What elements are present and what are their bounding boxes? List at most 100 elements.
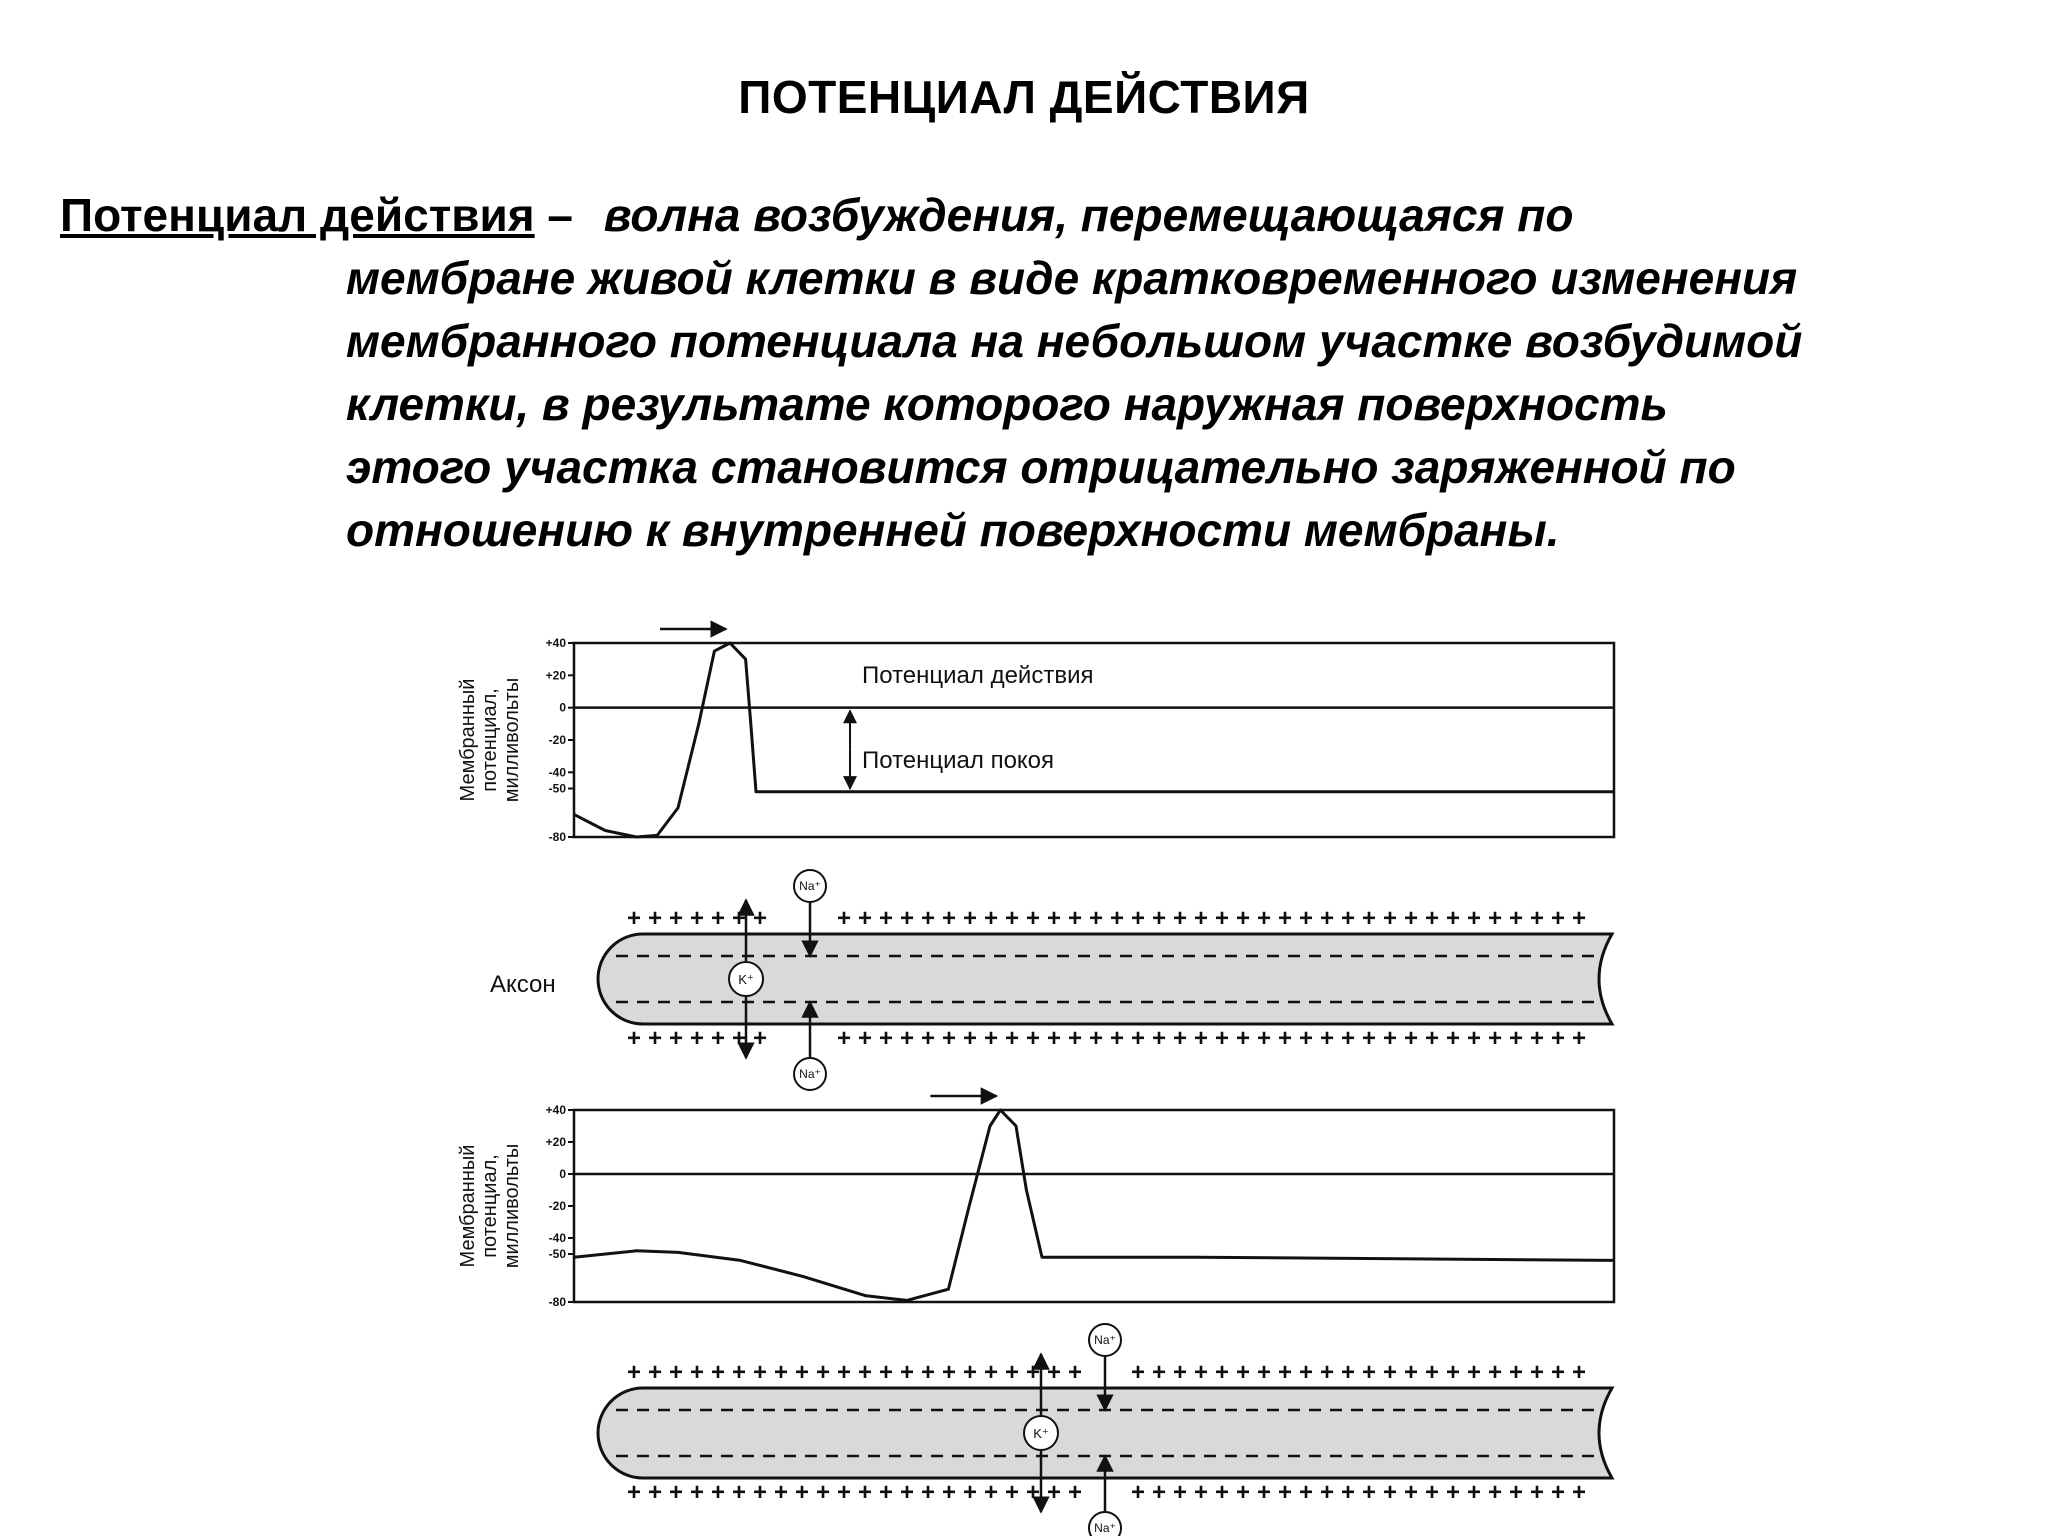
lower-plus-charge: +: [1383, 1479, 1397, 1506]
y-tick-label: -20: [549, 733, 567, 747]
outer-plus-charge: +: [1404, 1359, 1418, 1386]
chart-frame: [574, 1110, 1614, 1302]
lower-plus-charge: +: [837, 1025, 851, 1052]
lower-plus-charge: +: [1341, 1479, 1355, 1506]
sodium-ion-bottom-label: Na⁺: [1094, 1521, 1116, 1535]
outer-plus-charge: +: [1278, 905, 1292, 932]
lower-plus-charge: +: [1257, 1025, 1271, 1052]
outer-plus-charge: +: [921, 905, 935, 932]
y-axis-label-line: милливольты: [501, 1144, 523, 1269]
lower-plus-charge: +: [1236, 1025, 1250, 1052]
lower-plus-charge: +: [1488, 1479, 1502, 1506]
outer-plus-charge: +: [1467, 1359, 1481, 1386]
outer-plus-charge: +: [1488, 905, 1502, 932]
outer-plus-charge: +: [1131, 905, 1145, 932]
lower-plus-charge: +: [690, 1025, 704, 1052]
lower-plus-charge: +: [1488, 1025, 1502, 1052]
outer-plus-charge: +: [1341, 1359, 1355, 1386]
outer-plus-charge: +: [963, 905, 977, 932]
outer-plus-charge: +: [774, 1359, 788, 1386]
outer-plus-charge: +: [942, 905, 956, 932]
outer-plus-charge: +: [627, 1359, 641, 1386]
lower-plus-charge: +: [795, 1479, 809, 1506]
lower-plus-charge: +: [1467, 1025, 1481, 1052]
outer-plus-charge: +: [1572, 1359, 1586, 1386]
y-tick-label: 0: [559, 1167, 566, 1181]
lower-plus-charge: +: [732, 1479, 746, 1506]
outer-plus-charge: +: [1341, 905, 1355, 932]
outer-plus-charge: +: [921, 1359, 935, 1386]
outer-plus-charge: +: [1089, 905, 1103, 932]
outer-plus-charge: +: [837, 1359, 851, 1386]
outer-plus-charge: +: [1131, 1359, 1145, 1386]
outer-plus-charge: +: [1215, 905, 1229, 932]
outer-plus-charge: +: [690, 905, 704, 932]
outer-plus-charge: +: [753, 1359, 767, 1386]
lower-plus-charge: +: [1299, 1479, 1313, 1506]
outer-plus-charge: +: [1446, 905, 1460, 932]
outer-plus-charge: +: [753, 905, 767, 932]
lower-plus-charge: +: [1110, 1025, 1124, 1052]
potassium-ion-label: K⁺: [1033, 1426, 1049, 1441]
outer-plus-charge: +: [1026, 905, 1040, 932]
outer-plus-charge: +: [1299, 1359, 1313, 1386]
potential-chart-1: +40+200-20-40-50-80Мембранныйпотенциал,м…: [457, 629, 1614, 844]
y-axis-label-line: Мембранный: [457, 679, 479, 802]
outer-plus-charge: +: [1278, 1359, 1292, 1386]
lower-plus-charge: +: [858, 1479, 872, 1506]
lower-plus-charge: +: [1215, 1025, 1229, 1052]
chart-frame: [574, 643, 1614, 837]
sodium-ion-top-label: Na⁺: [799, 879, 821, 893]
lower-plus-charge: +: [1068, 1479, 1082, 1506]
outer-plus-charge: +: [1194, 1359, 1208, 1386]
axon-diagram-2: + + + + + + + + + + + + + + + + + + + + + + + + + + + + + + + + + + + + + + + +…: [598, 1324, 1612, 1536]
outer-plus-charge: +: [1362, 1359, 1376, 1386]
outer-plus-charge: +: [1068, 1359, 1082, 1386]
outer-plus-charge: +: [1530, 905, 1544, 932]
outer-plus-charge: +: [732, 1359, 746, 1386]
outer-plus-charge: +: [711, 905, 725, 932]
outer-plus-charge: +: [1257, 905, 1271, 932]
lower-plus-charge: +: [900, 1025, 914, 1052]
lower-plus-charge: +: [1425, 1479, 1439, 1506]
lower-plus-charge: +: [900, 1479, 914, 1506]
lower-plus-charge: +: [753, 1479, 767, 1506]
y-tick-label: -80: [549, 830, 567, 844]
lower-plus-charge: +: [1551, 1479, 1565, 1506]
axon-diagram-1: + + + + + + + + + + + + + + + + + + + + + + + + + + + + + + + + + + + + + + + +…: [490, 870, 1612, 1090]
outer-plus-charge: +: [669, 905, 683, 932]
outer-plus-charge: +: [1173, 1359, 1187, 1386]
lower-plus-charge: +: [1320, 1025, 1334, 1052]
y-tick-label: 0: [559, 701, 566, 715]
lower-plus-charge: +: [1005, 1479, 1019, 1506]
outer-plus-charge: +: [1173, 905, 1187, 932]
lower-plus-charge: +: [690, 1479, 704, 1506]
resting-potential-annotation: Потенциал покоя: [862, 747, 1054, 774]
lower-plus-charge: +: [921, 1479, 935, 1506]
lower-plus-charge: +: [1236, 1479, 1250, 1506]
outer-plus-charge: +: [1383, 1359, 1397, 1386]
lower-plus-charge: +: [921, 1025, 935, 1052]
outer-plus-charge: +: [1152, 905, 1166, 932]
lower-plus-charge: +: [1068, 1025, 1082, 1052]
lower-plus-charge: +: [1257, 1479, 1271, 1506]
y-axis-label-line: Мембранный: [457, 1145, 479, 1268]
lower-plus-charge: +: [1215, 1479, 1229, 1506]
lower-plus-charge: +: [1341, 1025, 1355, 1052]
outer-plus-charge: +: [1362, 905, 1376, 932]
y-axis-label-line: потенциал,: [479, 688, 501, 792]
outer-plus-charge: +: [1572, 905, 1586, 932]
lower-plus-charge: +: [1446, 1479, 1460, 1506]
y-tick-label: +20: [546, 668, 567, 682]
lower-plus-charge: +: [1047, 1025, 1061, 1052]
lower-plus-charge: +: [648, 1479, 662, 1506]
lower-plus-charge: +: [816, 1479, 830, 1506]
lower-plus-charge: +: [1173, 1479, 1187, 1506]
y-axis-label: Мембранныйпотенциал,милливольты: [457, 678, 523, 803]
outer-plus-charge: +: [1110, 905, 1124, 932]
outer-plus-charge: +: [858, 905, 872, 932]
lower-plus-charge: +: [858, 1025, 872, 1052]
outer-plus-charge: +: [627, 905, 641, 932]
outer-plus-charge: +: [1425, 905, 1439, 932]
